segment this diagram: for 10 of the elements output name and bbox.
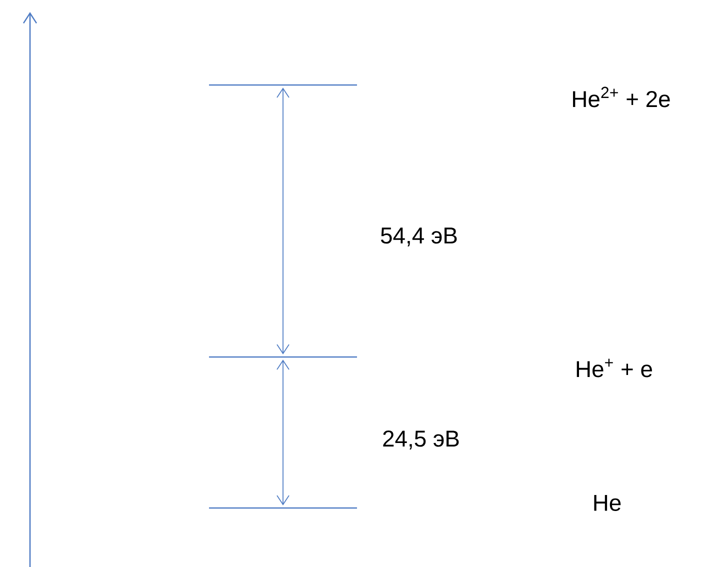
double-arrow	[276, 88, 290, 354]
energy-level-line	[208, 356, 358, 358]
state-label: He	[594, 495, 621, 511]
energy-level-line	[208, 507, 358, 509]
double-arrow	[276, 360, 290, 506]
energy-label: 24,5 эВ	[381, 430, 461, 450]
state-label: He$^{+}$ + e	[576, 358, 652, 378]
state-label: He$^{2+}$ + 2e	[573, 86, 670, 108]
energy-label: 54,4 эВ	[379, 226, 459, 248]
energy-level-line	[208, 84, 358, 86]
